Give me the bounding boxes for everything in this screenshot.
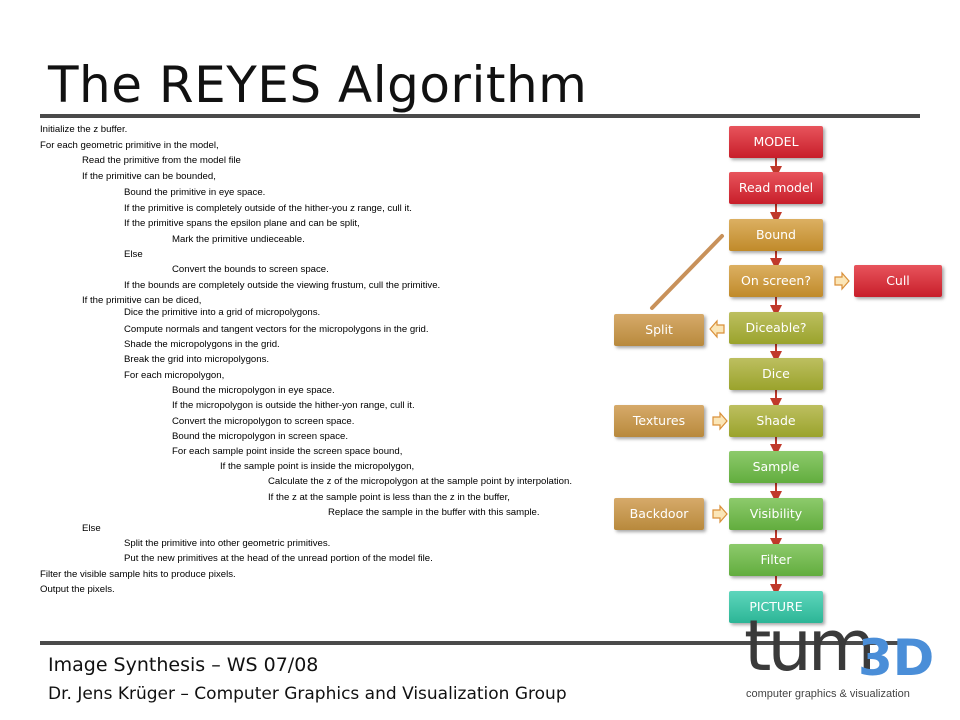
- code-line: Calculate the z of the micropolygon at t…: [268, 476, 572, 487]
- side-box-textures: Textures: [614, 405, 704, 437]
- code-line: Put the new primitives at the head of th…: [124, 553, 433, 564]
- pipeline-step-on-screen: On screen?: [729, 265, 823, 297]
- arrow-to-cull-icon: [834, 271, 850, 291]
- pipeline-step-bound: Bound: [729, 219, 823, 251]
- pipeline-step-model: MODEL: [729, 126, 823, 158]
- code-line: Filter the visible sample hits to produc…: [40, 569, 236, 580]
- code-line: Convert the bounds to screen space.: [172, 264, 329, 275]
- code-line: Bound the micropolygon in screen space.: [172, 431, 348, 442]
- pipeline-step-dice: Dice: [729, 358, 823, 390]
- code-line: Initialize the z buffer.: [40, 124, 128, 135]
- pipeline-step-sample: Sample: [729, 451, 823, 483]
- code-line: Output the pixels.: [40, 584, 115, 595]
- code-line: Bound the micropolygon in eye space.: [172, 385, 335, 396]
- code-line: Replace the sample in the buffer with th…: [328, 507, 540, 518]
- code-line: Else: [82, 523, 101, 534]
- code-line: If the bounds are completely outside the…: [124, 280, 441, 291]
- pipeline-step-read-model: Read model: [729, 172, 823, 204]
- code-line: Break the grid into micropolygons.: [124, 354, 270, 365]
- side-box-cull: Cull: [854, 265, 942, 297]
- code-line: Compute normals and tangent vectors for …: [124, 324, 429, 335]
- footer-course: Image Synthesis – WS 07/08: [48, 654, 319, 676]
- code-line: Split the primitive into other geometric…: [124, 538, 331, 549]
- code-line: For each geometric primitive in the mode…: [40, 140, 219, 151]
- logo-wordmark: tum: [744, 605, 876, 687]
- code-line: If the primitive is completely outside o…: [124, 203, 412, 214]
- code-line: If the micropolygon is outside the hithe…: [172, 400, 415, 411]
- code-line: If the primitive spans the epsilon plane…: [124, 218, 360, 229]
- arrow-from-textures-icon: [712, 411, 728, 431]
- arrow-from-backdoor-icon: [712, 504, 728, 524]
- code-line: If the primitive can be diced,: [82, 295, 202, 306]
- code-line: If the z at the sample point is less tha…: [268, 492, 510, 503]
- code-line: Shade the micropolygons in the grid.: [124, 339, 280, 350]
- code-line: If the primitive can be bounded,: [82, 171, 216, 182]
- code-line: Mark the primitive undieceable.: [172, 234, 305, 245]
- logo-3d: 3D: [858, 629, 935, 687]
- title-rule: [40, 114, 920, 118]
- pipeline-step-shade: Shade: [729, 405, 823, 437]
- code-line: If the sample point is inside the microp…: [220, 461, 415, 472]
- code-line: Convert the micropolygon to screen space…: [172, 416, 355, 427]
- code-line: For each sample point inside the screen …: [172, 446, 403, 457]
- arrow-to-split-icon: [709, 319, 725, 339]
- code-line: For each micropolygon,: [124, 370, 225, 381]
- pipeline-step-visibility: Visibility: [729, 498, 823, 530]
- side-box-split: Split: [614, 314, 704, 346]
- code-line: Read the primitive from the model file: [82, 155, 241, 166]
- footer-rule: [40, 641, 920, 645]
- logo-subtitle: computer graphics & visualization: [746, 688, 910, 700]
- pipeline-step-diceable: Diceable?: [729, 312, 823, 344]
- side-box-backdoor: Backdoor: [614, 498, 704, 530]
- code-line: Dice the primitive into a grid of microp…: [124, 307, 321, 318]
- slide-title: The REYES Algorithm: [48, 56, 588, 114]
- pipeline-step-filter: Filter: [729, 544, 823, 576]
- code-line: Else: [124, 249, 143, 260]
- footer-author: Dr. Jens Krüger – Computer Graphics and …: [48, 684, 567, 704]
- pipeline-step-picture: PICTURE: [729, 591, 823, 623]
- code-line: Bound the primitive in eye space.: [124, 187, 266, 198]
